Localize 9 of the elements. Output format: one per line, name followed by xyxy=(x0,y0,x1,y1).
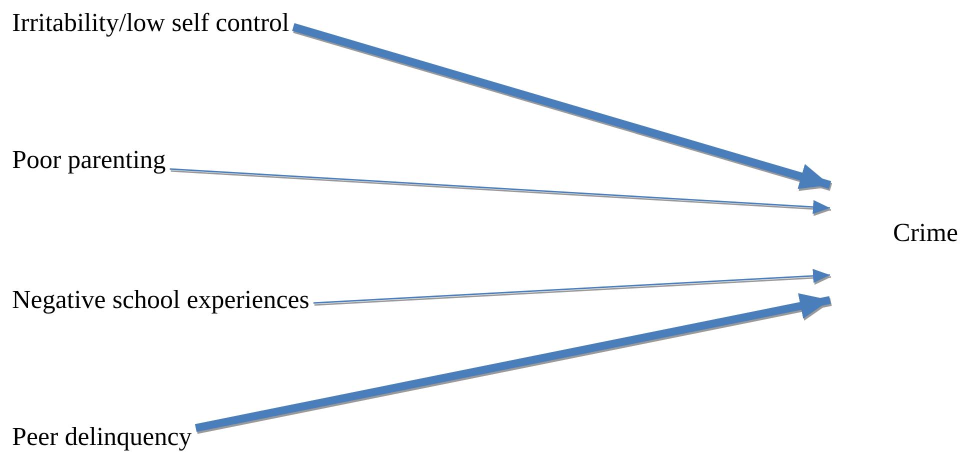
arrow xyxy=(170,168,830,214)
node-label: Peer delinquency xyxy=(12,422,192,452)
node-label: Poor parenting xyxy=(12,145,166,175)
node-label: Negative school experiences xyxy=(12,285,310,315)
arrow xyxy=(313,268,830,304)
arrow xyxy=(292,23,832,189)
arrow xyxy=(194,293,831,432)
node-label: Irritability/low self control xyxy=(12,8,290,38)
node-label: Crime xyxy=(893,218,958,248)
